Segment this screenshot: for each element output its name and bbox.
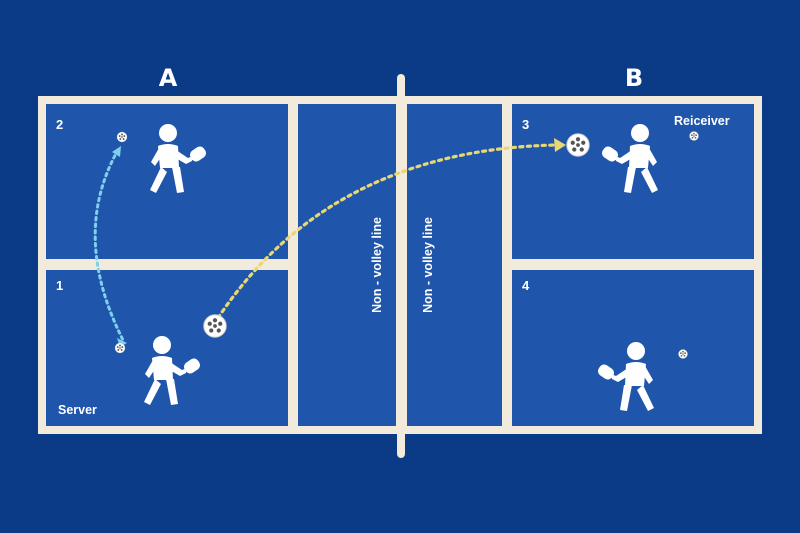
position-2-label: 2: [56, 117, 63, 132]
position-3-label: 3: [522, 117, 529, 132]
team-b-label: B: [625, 64, 643, 92]
server-label: Server: [58, 403, 97, 417]
received-ball-icon: [566, 133, 590, 157]
ball-icon-receiver: [689, 131, 699, 141]
non-volley-line-label-right: Non - volley line: [421, 217, 435, 313]
position-switch-path: [93, 148, 125, 342]
serve-path: [216, 143, 558, 320]
team-a-label: A: [159, 64, 178, 92]
non-volley-line-label-left: Non - volley line: [370, 217, 384, 313]
switch-arrowhead-up: [112, 146, 121, 157]
ball-icon-position-1: [114, 342, 126, 354]
receiver-label: Reiceiver: [674, 114, 730, 128]
position-4-label: 4: [522, 278, 530, 293]
serve-arrowhead: [554, 138, 566, 152]
ball-icon-position-2: [116, 131, 128, 143]
ball-icon-position-4: [678, 349, 688, 359]
serve-ball-icon: [203, 314, 227, 338]
kitchen-left: [298, 104, 396, 426]
position-1-label: 1: [56, 278, 63, 293]
